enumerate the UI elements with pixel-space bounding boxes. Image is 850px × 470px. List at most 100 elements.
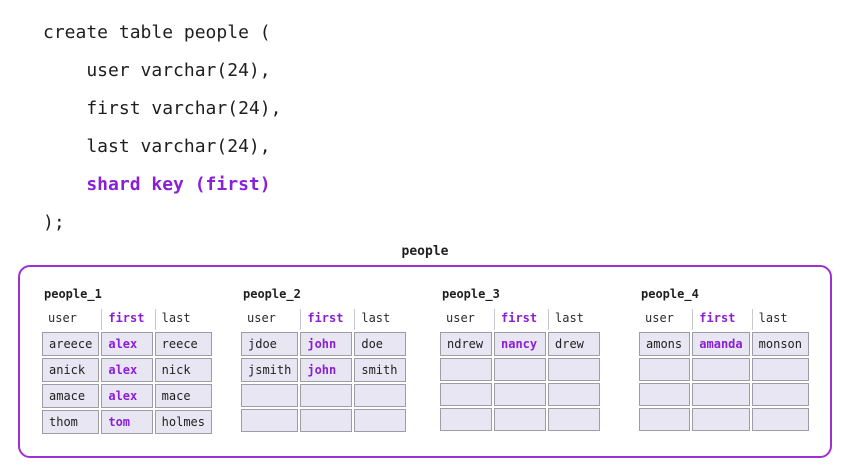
- table-row: [241, 409, 407, 432]
- table-cell: [300, 409, 353, 432]
- table-cell: amace: [42, 384, 100, 408]
- column-header-first: first: [101, 309, 153, 330]
- column-header-last: last: [548, 309, 600, 330]
- table-cell: [241, 409, 299, 432]
- table-cell: holmes: [154, 410, 212, 434]
- shard-title: people_3: [442, 287, 500, 301]
- table-cell: [241, 384, 299, 407]
- table-row: [440, 408, 600, 431]
- column-header-last: last: [354, 309, 407, 330]
- shard-title: people_4: [641, 287, 699, 301]
- table-cell: reece: [154, 332, 212, 356]
- table-cell: [751, 383, 809, 406]
- table-cell: mace: [154, 384, 212, 408]
- table-cell: [440, 408, 492, 431]
- table-cell: [639, 408, 691, 431]
- table-row: [639, 383, 809, 406]
- table-cell: [692, 408, 750, 431]
- column-header-first: first: [300, 309, 353, 330]
- diagram-title: people: [401, 244, 449, 259]
- table-cell: monson: [751, 332, 809, 356]
- table-cell: [692, 358, 750, 381]
- code-line: shard key (first): [43, 174, 271, 195]
- table-cell: john: [300, 358, 353, 382]
- table-row: [241, 384, 407, 407]
- table-cell: [639, 358, 691, 381]
- column-header-user: user: [42, 309, 100, 330]
- column-header-first: first: [494, 309, 546, 330]
- table-cell: alex: [101, 332, 153, 356]
- table-row: [639, 408, 809, 431]
- code-line: user varchar(24),: [43, 60, 271, 81]
- table-cell: drew: [548, 332, 600, 356]
- table-cell: [494, 408, 546, 431]
- column-header-first: first: [692, 309, 750, 330]
- table-cell: thom: [42, 410, 100, 434]
- code-line: first varchar(24),: [43, 98, 282, 119]
- table-cell: areece: [42, 332, 100, 356]
- table-cell: jsmith: [241, 358, 299, 382]
- table-cell: [639, 383, 691, 406]
- table-cell: [440, 383, 492, 406]
- table-cell: tom: [101, 410, 153, 434]
- table-cell: [692, 383, 750, 406]
- table-cell: smith: [354, 358, 407, 382]
- table-cell: nancy: [494, 332, 546, 356]
- column-header-user: user: [241, 309, 299, 330]
- table-cell: amons: [639, 332, 691, 356]
- table-cell: john: [300, 332, 353, 356]
- table-cell: [354, 409, 407, 432]
- table-cell: [548, 383, 600, 406]
- table-cell: alex: [101, 358, 153, 382]
- table-cell: [300, 384, 353, 407]
- table-cell: [354, 384, 407, 407]
- table-cell: [751, 358, 809, 381]
- table-row: [639, 358, 809, 381]
- code-line: create table people (: [43, 22, 271, 43]
- table-cell: [548, 408, 600, 431]
- table-cell: amanda: [692, 332, 750, 356]
- shard-title: people_2: [243, 287, 301, 301]
- table-cell: anick: [42, 358, 100, 382]
- table-row: [440, 358, 600, 381]
- column-header-last: last: [154, 309, 212, 330]
- column-header-last: last: [751, 309, 809, 330]
- table-cell: jdoe: [241, 332, 299, 356]
- page: create table people ( user varchar(24), …: [0, 22, 850, 458]
- shard-title: people_1: [44, 287, 102, 301]
- table-cell: [494, 383, 546, 406]
- table-cell: [440, 358, 492, 381]
- table-cell: doe: [354, 332, 407, 356]
- table-cell: [494, 358, 546, 381]
- table-cell: alex: [101, 384, 153, 408]
- sql-code-block: create table people ( user varchar(24), …: [43, 22, 282, 233]
- table-cell: nick: [154, 358, 212, 382]
- table-cell: [751, 408, 809, 431]
- code-line: );: [43, 212, 65, 233]
